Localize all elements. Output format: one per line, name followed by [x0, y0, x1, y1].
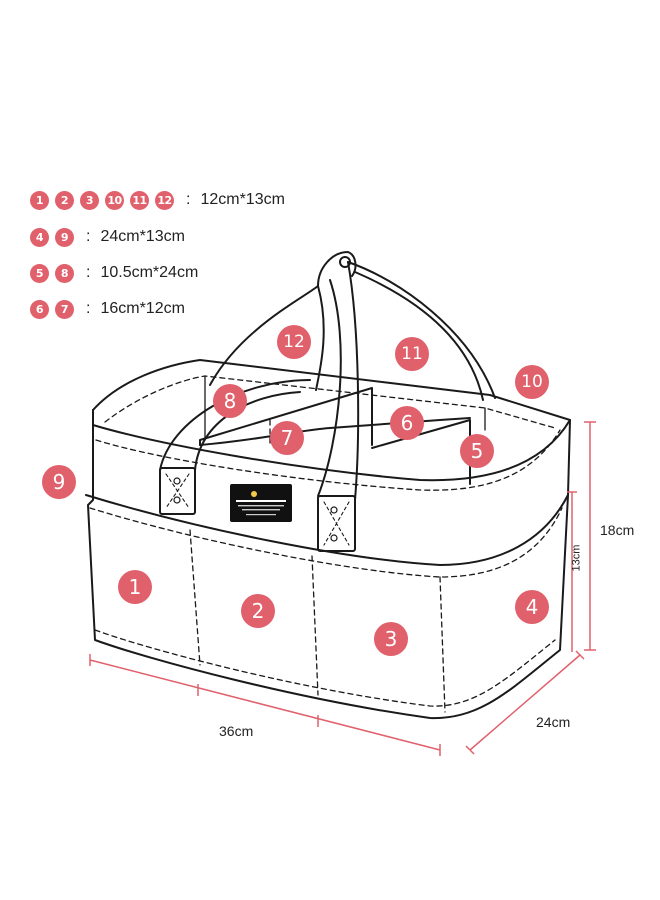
bag-front-top-inner [95, 429, 561, 491]
legend-colon: : [86, 228, 91, 245]
legend-badge: 3 [80, 190, 99, 210]
compartment-marker-2: 2 [241, 594, 275, 628]
legend-row: 6 7 : 16cm*12cm [30, 297, 185, 321]
brand-label [230, 484, 292, 522]
handle-tab [317, 495, 356, 552]
pocket-seam [189, 529, 201, 666]
legend-badge: 1 [30, 190, 49, 210]
handle-loop [317, 251, 357, 287]
compartment-marker-11: 11 [395, 337, 429, 371]
legend-badge: 8 [55, 263, 74, 283]
legend-size: 10.5cm*24cm [100, 264, 199, 281]
legend-colon: : [86, 300, 91, 317]
legend-badge: 10 [105, 190, 124, 210]
bag-rim-top [92, 359, 571, 421]
dimension-label-length: 36cm [219, 723, 254, 739]
rivet [339, 256, 351, 268]
pocket-seam [439, 576, 446, 713]
compartment-marker-3: 3 [374, 622, 408, 656]
back-handle [354, 271, 484, 401]
legend-row: 4 9 : 24cm*13cm [30, 225, 185, 249]
compartment-marker-12: 12 [277, 325, 311, 359]
handle-tab-cross [165, 473, 190, 509]
front-handle [159, 379, 311, 471]
compartment-marker-1: 1 [118, 570, 152, 604]
front-handle [317, 279, 342, 497]
back-handle [347, 261, 496, 399]
dimension-label-width: 24cm [536, 714, 571, 730]
back-handle [315, 285, 325, 391]
legend-row: 1 2 3 10 11 12 : 12cm*13cm [30, 188, 285, 212]
front-handle [347, 261, 360, 501]
legend-size: 16cm*12cm [100, 300, 185, 317]
pocket-seam [311, 555, 319, 696]
legend-badge: 9 [55, 227, 74, 247]
compartment-marker-7: 7 [270, 421, 304, 455]
bag-rim-inner [104, 375, 556, 429]
compartment-marker-8: 8 [213, 384, 247, 418]
legend-badge: 5 [30, 263, 49, 283]
dimension-label-pocket-height: 13cm [570, 544, 583, 572]
legend-badge: 12 [155, 190, 174, 210]
pocket-top-edge [85, 494, 569, 566]
dimension-line-length [89, 659, 441, 751]
bag-body [87, 409, 571, 720]
compartment-marker-5: 5 [460, 434, 494, 468]
legend-badge: 7 [55, 299, 74, 319]
handle-tab [159, 467, 196, 515]
back-handle [209, 285, 319, 386]
legend-size: 24cm*13cm [100, 228, 185, 245]
legend-row: 5 8 : 10.5cm*24cm [30, 261, 198, 285]
compartment-marker-6: 6 [390, 406, 424, 440]
divider-long [199, 387, 373, 446]
legend-colon: : [86, 264, 91, 281]
legend-badge: 4 [30, 227, 49, 247]
legend-badge: 6 [30, 299, 49, 319]
bag-front-top [92, 409, 571, 482]
compartment-marker-9: 9 [42, 465, 76, 499]
legend-colon: : [186, 191, 191, 208]
dimension-line-width [469, 654, 581, 751]
legend-badge: 11 [130, 190, 149, 210]
dimension-label-total-height: 18cm [600, 522, 635, 538]
compartment-marker-10: 10 [515, 365, 549, 399]
pocket-stitch [89, 507, 563, 578]
handle-tab-cross [323, 501, 350, 546]
legend-badge: 2 [55, 190, 74, 210]
pocket-stitch [94, 629, 556, 707]
legend-size: 12cm*13cm [200, 191, 285, 208]
compartment-marker-4: 4 [515, 590, 549, 624]
